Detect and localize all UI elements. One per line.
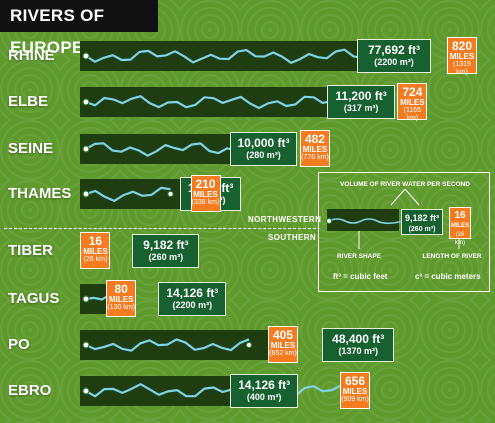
river-bar xyxy=(80,87,328,117)
legend-miles-km: (26 km) xyxy=(455,232,465,246)
legend-ft-note: ft³ = cubic feet xyxy=(333,272,388,281)
region-label-north: NORTHWESTERN xyxy=(248,215,322,224)
river-bar xyxy=(80,179,180,209)
river-bar xyxy=(80,330,298,360)
river-name-po: PO xyxy=(8,336,30,353)
length-miles: 16 xyxy=(88,234,103,248)
volume-m3: (400 m³) xyxy=(246,392,282,402)
volume-ft: 48,400 ft³ xyxy=(332,332,385,346)
river-name-thames: THAMES xyxy=(8,185,72,202)
volume-m3: (317 m³) xyxy=(343,103,379,113)
legend-miles-unit: MILES xyxy=(450,223,470,229)
length-unit: MILES xyxy=(342,387,368,396)
region-divider xyxy=(4,228,316,229)
legend-box: VOLUME OF RIVER WATER PER SECOND 9,182 f… xyxy=(318,172,490,292)
volume-box: 11,200 ft³(317 m³) xyxy=(327,85,395,119)
volume-m3: (2200 m³) xyxy=(374,57,414,67)
legend-volume-ft: 9,182 ft³ xyxy=(404,213,439,223)
volume-box: 48,400 ft³(1370 m³) xyxy=(322,328,395,362)
legend-volume-box: 9,182 ft³ (260 m³) xyxy=(401,209,443,235)
volume-box: 14,126 ft³(400 m³) xyxy=(230,374,299,408)
volume-ft: 9,182 ft³ xyxy=(143,238,189,252)
legend-length-label: LENGTH OF RIVER xyxy=(422,253,482,260)
length-miles: 820 xyxy=(451,39,473,53)
length-km: (26 km) xyxy=(83,256,108,263)
legend-miles-number: 16 xyxy=(454,210,466,221)
legend-pointer-volume-a xyxy=(390,188,406,206)
length-unit: MILES xyxy=(108,295,134,304)
river-name-rhine: RHINE xyxy=(8,47,55,64)
volume-box: 10,000 ft³(280 m³) xyxy=(229,132,298,166)
volume-ft: 11,200 ft³ xyxy=(335,89,387,103)
length-km: (1319 km) xyxy=(453,61,471,76)
river-name-seine: SEINE xyxy=(8,140,54,157)
legend-river-shape-label: RIVER SHAPE xyxy=(336,253,382,260)
length-unit: MILES xyxy=(400,98,425,107)
legend-miles-box: 16 MILES (26 km) xyxy=(449,207,471,246)
page-title: RIVERS OF EUROPE xyxy=(0,0,158,57)
legend-volume-m: (260 m³) xyxy=(408,226,436,233)
legend-header: VOLUME OF RIVER WATER PER SECOND xyxy=(340,181,470,188)
river-bar xyxy=(80,41,357,71)
volume-ft: 14,126 ft³ xyxy=(166,286,219,300)
river-name-tagus: TAGUS xyxy=(8,290,60,307)
river-name-tiber: TIBER xyxy=(8,242,53,259)
length-miles: 210 xyxy=(195,177,216,191)
river-bar xyxy=(80,376,230,406)
legend-pointer-volume-b xyxy=(404,188,420,206)
length-km: (1165 km) xyxy=(403,107,422,122)
length-km: (130 km) xyxy=(107,304,135,311)
volume-ft: 14,126 ft³ xyxy=(238,378,291,392)
volume-box: 9,182 ft³(260 m³) xyxy=(132,234,200,268)
length-unit: MILES xyxy=(83,247,108,256)
river-name-elbe: ELBE xyxy=(8,93,49,110)
river-name-ebro: EBRO xyxy=(8,382,52,399)
volume-m3: (2200 m³) xyxy=(172,300,213,310)
volume-m3: (1370 m³) xyxy=(338,346,378,356)
legend-sample-source xyxy=(326,218,332,224)
length-km: (338 km) xyxy=(191,199,220,206)
volume-box: 77,692 ft³(2200 m³) xyxy=(357,39,431,73)
volume-m3: (260 m³) xyxy=(148,252,184,262)
length-unit: MILES xyxy=(449,52,475,61)
volume-ft: 77,692 ft³ xyxy=(367,43,421,57)
volume-box: 14,126 ft³(2200 m³) xyxy=(158,282,227,316)
legend-diagram xyxy=(326,188,460,249)
volume-m3: (280 m³) xyxy=(246,150,281,160)
region-label-south: SOUTHERN xyxy=(268,233,317,242)
river-bar xyxy=(80,134,230,164)
length-unit: MILES xyxy=(270,341,296,350)
volume-ft: 10,000 ft³ xyxy=(237,136,290,150)
length-unit: MILES xyxy=(193,190,218,199)
length-miles: 656 xyxy=(344,374,366,388)
length-miles: 482 xyxy=(304,132,325,146)
length-unit: MILES xyxy=(302,145,328,154)
legend-m-note: c³ = cubic meters xyxy=(415,272,481,281)
length-km: (909 km) xyxy=(341,396,369,403)
length-km: (776 km) xyxy=(301,154,329,161)
length-miles: 724 xyxy=(402,85,423,99)
length-miles: 405 xyxy=(272,328,294,342)
length-miles: 80 xyxy=(114,282,128,296)
length-km: (652 km) xyxy=(269,350,297,357)
